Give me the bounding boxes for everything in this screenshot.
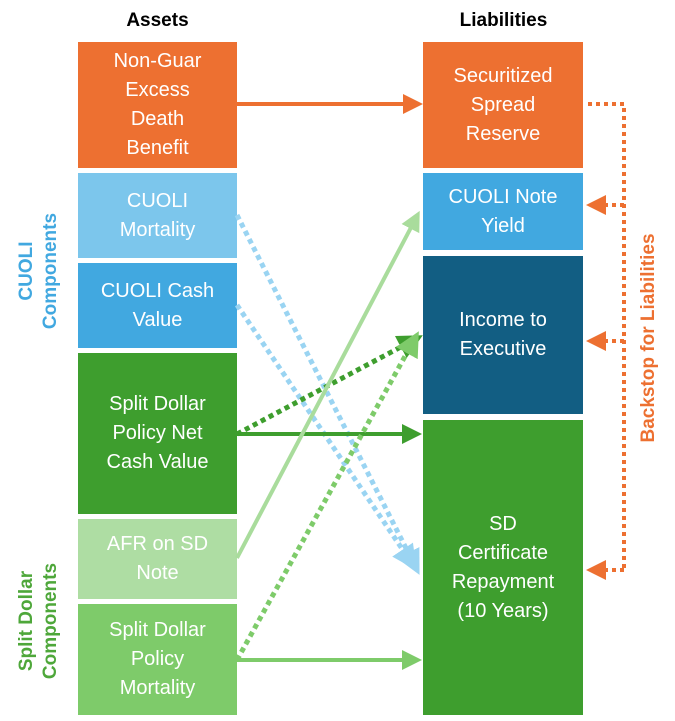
- asset-afr-on-sd-note: AFR on SD Note: [78, 519, 237, 599]
- asset-cuoli-cash-value: CUOLI Cash Value: [78, 263, 237, 348]
- arrow-afr-to-cuoli-note-yield: [235, 210, 420, 559]
- liabilities-header: Liabilities: [459, 10, 548, 31]
- liability-income-to-executive: Income to Executive: [423, 256, 583, 414]
- liability-securitized-spread-reserve: Securitized Spread Reserve: [423, 42, 583, 168]
- liability-cuoli-note-yield: CUOLI Note Yield: [423, 173, 583, 250]
- backstop-bracket: [588, 102, 626, 570]
- asset-split-dollar-net-cash-value: Split Dollar Policy Net Cash Value: [78, 353, 237, 514]
- arrow-sd-mortality-to-income: [234, 331, 419, 662]
- asset-cuoli-mortality: CUOLI Mortality: [78, 173, 237, 258]
- asset-split-dollar-mortality: Split Dollar Policy Mortality: [78, 604, 237, 715]
- asset-non-guar-excess-death-benefit: Non-Guar Excess Death Benefit: [78, 42, 237, 168]
- arrow-cuoli-mortality-to-sd-certificate: [234, 213, 420, 575]
- assets-header: Assets: [126, 10, 189, 31]
- liability-sd-certificate-repayment: SD Certificate Repayment (10 Years): [423, 420, 583, 715]
